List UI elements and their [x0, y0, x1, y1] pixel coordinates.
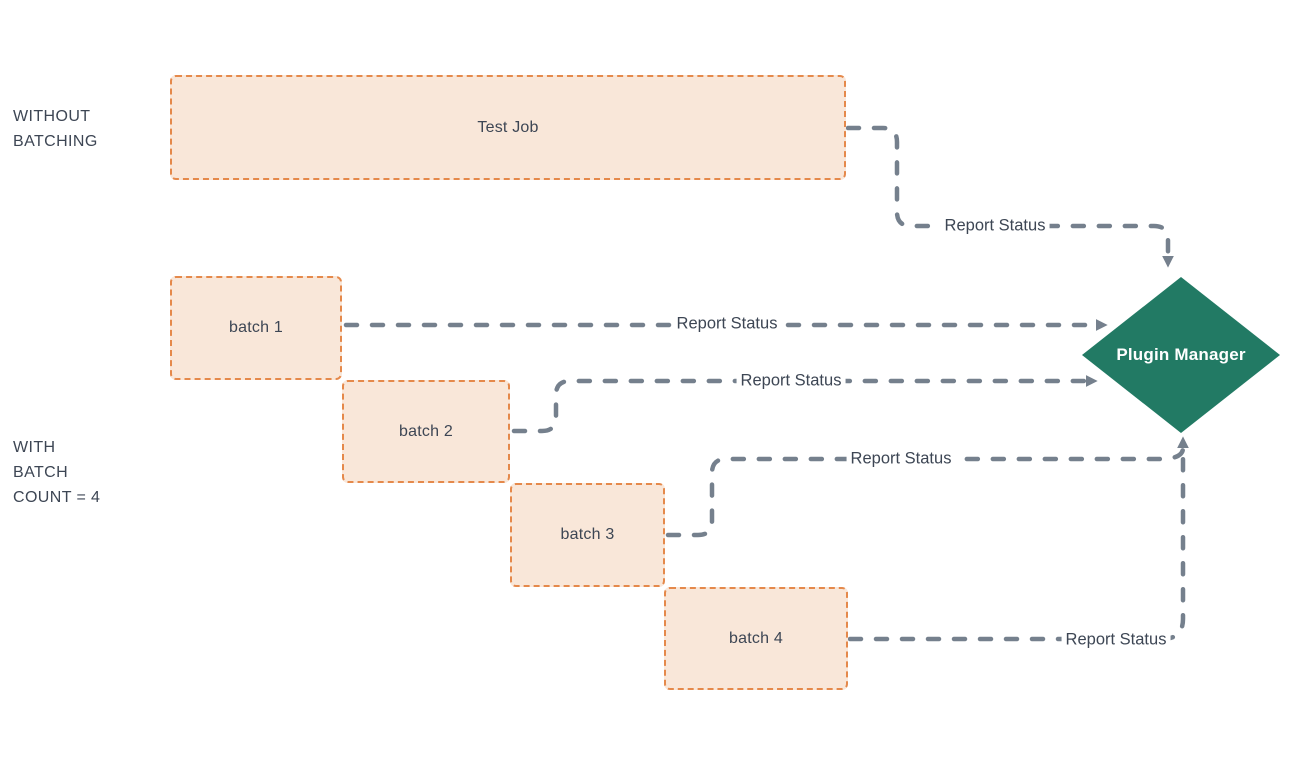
- edge-label-report-status: Report Status: [846, 448, 956, 470]
- node-label: batch 4: [729, 629, 783, 647]
- section-label-without-batching: WITHOUT BATCHING: [13, 104, 98, 154]
- edge-label-report-status: Report Status: [940, 215, 1050, 237]
- node-batch-2: batch 2: [342, 380, 510, 483]
- node-test-job: Test Job: [170, 75, 846, 180]
- edge-batch4-to-manager: [847, 455, 1186, 642]
- section-label-line: WITHOUT: [13, 108, 91, 125]
- edge-batch2-to-manager: [511, 375, 1098, 434]
- section-label-line: BATCH: [13, 464, 69, 481]
- node-batch-4: batch 4: [664, 587, 848, 690]
- edge-label-report-status: Report Status: [672, 313, 782, 335]
- node-label: Plugin Manager: [1116, 345, 1246, 364]
- edge-label-report-status: Report Status: [1061, 629, 1171, 651]
- edge-batch3-to-manager: [665, 436, 1189, 538]
- edge-label-report-status: Report Status: [736, 370, 846, 392]
- node-label: batch 3: [560, 526, 615, 543]
- node-label: batch 1: [229, 319, 283, 336]
- section-label-line: COUNT = 4: [13, 489, 101, 506]
- node-label: batch 2: [399, 422, 453, 440]
- section-label-line: WITH: [13, 439, 56, 456]
- node-batch-3: batch 3: [510, 483, 665, 587]
- section-label-with-batch-count: WITH BATCH COUNT = 4: [13, 435, 100, 510]
- node-batch-1: batch 1: [170, 276, 342, 380]
- section-label-line: BATCHING: [13, 133, 98, 150]
- node-label: Test Job: [477, 118, 539, 136]
- edge-test-job-to-manager: [845, 125, 1174, 268]
